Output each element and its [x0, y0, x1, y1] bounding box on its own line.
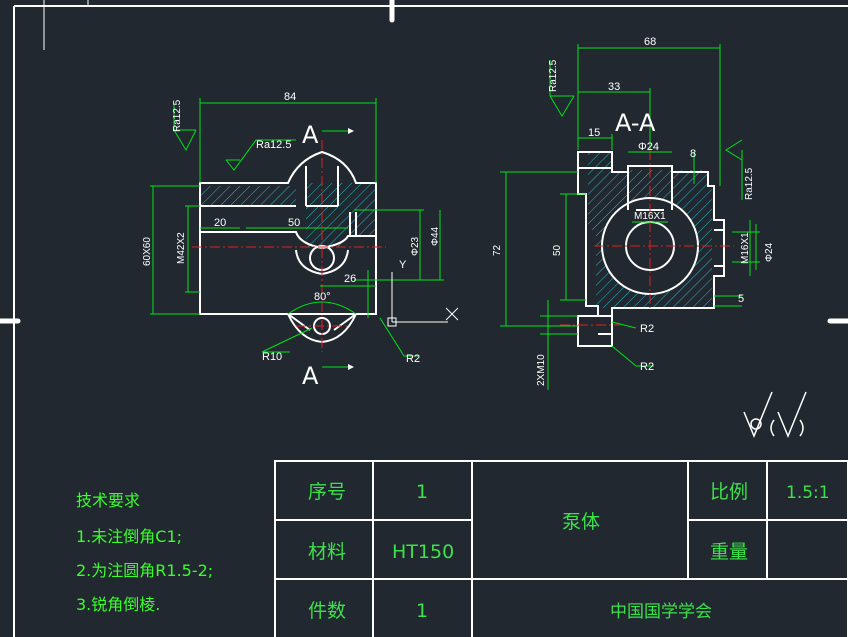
dim-r2-left: R2 [406, 353, 420, 365]
dim-phi24-side: Φ24 [764, 242, 775, 262]
dim-r2-b: R2 [640, 361, 654, 373]
dim-72: 72 [492, 244, 503, 256]
section-label-bottom: A [302, 362, 319, 390]
tech-req-title: 技术要求 [76, 491, 140, 510]
scale-value: 1.5:1 [786, 483, 830, 503]
section-label-top: A [302, 121, 319, 149]
dim-15: 15 [588, 127, 600, 139]
seq-value: 1 [416, 481, 428, 503]
general-roughness-symbol [743, 391, 807, 438]
title-block: 序号 1 材料 HT150 件数 1 泵体 比例 1.5:1 重量 中国国学学会 [274, 460, 848, 637]
dim-50-right: 50 [552, 244, 563, 256]
part-name: 泵体 [562, 511, 600, 533]
dim-r2-a: R2 [640, 323, 654, 335]
seq-label: 序号 [308, 481, 346, 503]
dim-m16-side: M16X1 [740, 232, 751, 264]
tech-req-item-2: 2.为注圆角R1.5-2; [76, 561, 213, 580]
dim-thread-2xm10: 2XM10 [536, 354, 547, 386]
count-label: 件数 [308, 600, 346, 622]
organization-name: 中国国学学会 [610, 602, 712, 622]
scale-label: 比例 [710, 481, 748, 503]
dim-26: 26 [344, 273, 356, 285]
dim-height-60: 60X60 [142, 237, 153, 266]
tech-requirements: 技术要求 1.未注倒角C1; 2.为注圆角R1.5-2; 3.锐角倒棱. [76, 491, 213, 614]
dim-thread-m42: M42X2 [176, 232, 187, 264]
dim-68: 68 [644, 36, 656, 48]
roughness-right-top: Ra12.5 [548, 59, 559, 92]
dim-50: 50 [288, 217, 300, 229]
dim-angle-80: 80° [314, 291, 331, 303]
dim-r10: R10 [262, 351, 282, 363]
tech-req-item-3: 3.锐角倒棱. [76, 595, 160, 614]
dim-5: 5 [738, 293, 744, 305]
dim-phi44: Φ44 [430, 226, 441, 246]
dim-phi23: Φ23 [410, 236, 421, 256]
count-value: 1 [416, 600, 428, 622]
dim-m16: M16X1 [634, 211, 666, 222]
left-view: Y A A 84 20 50 26 80° R10 R2 Ra12.5 Ra12… [142, 91, 459, 390]
axis-y-label: Y [399, 259, 407, 271]
roughness-left: Ra12.5 [172, 99, 183, 132]
material-label: 材料 [308, 541, 346, 563]
material-value: HT150 [392, 541, 454, 563]
section-view: A-A 68 33 15 Φ24 8 M16X1 M16X1 Φ24 72 50… [492, 36, 775, 390]
dim-33: 33 [608, 81, 620, 93]
dim-width-84: 84 [284, 91, 296, 103]
dim-8: 8 [690, 148, 696, 160]
tech-req-item-1: 1.未注倒角C1; [76, 527, 182, 546]
weight-label: 重量 [710, 541, 748, 563]
dim-phi24-top: Φ24 [638, 141, 659, 153]
dim-20: 20 [214, 217, 226, 229]
roughness-right-side: Ra12.5 [744, 167, 755, 200]
roughness-top: Ra12.5 [256, 139, 291, 151]
section-title: A-A [615, 109, 656, 137]
